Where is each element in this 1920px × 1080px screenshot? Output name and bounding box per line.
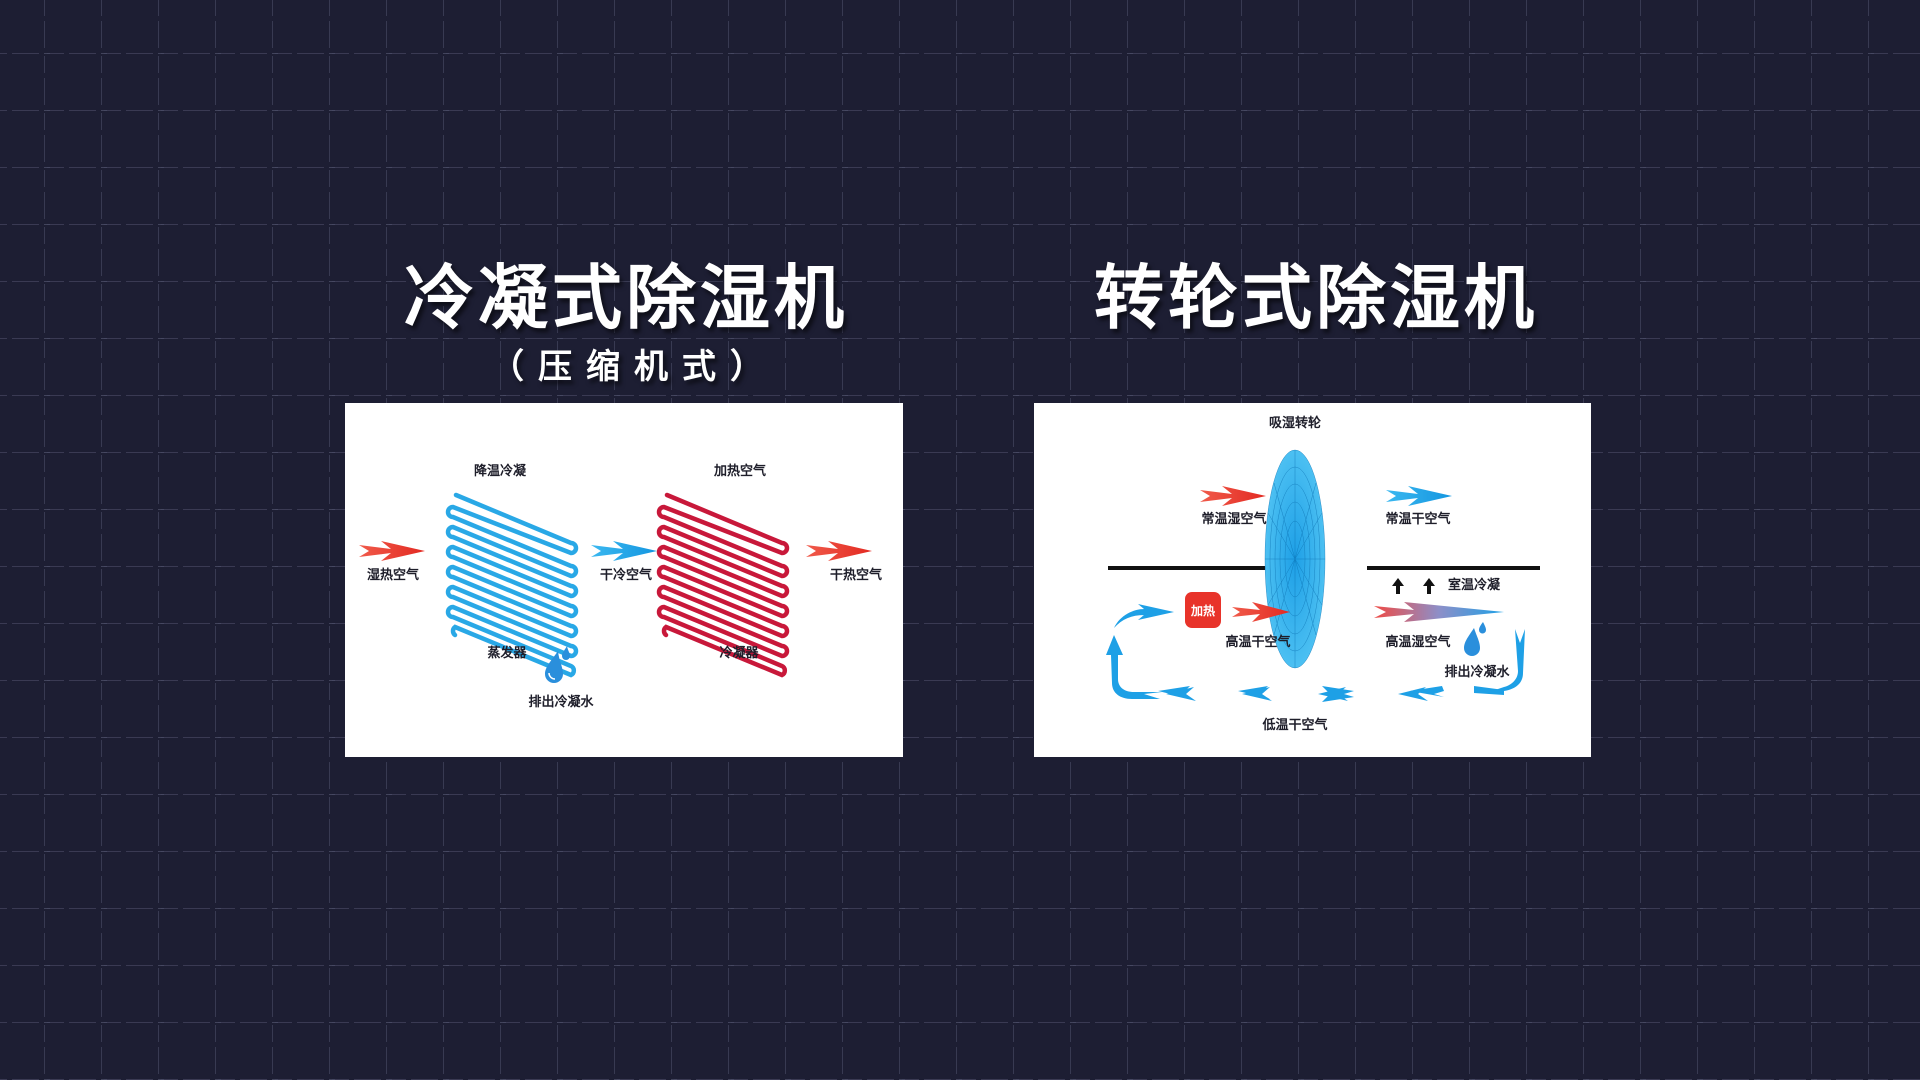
return-to-heater-arrow-icon: [1114, 604, 1174, 628]
cooling-condensing-label: 降温冷凝: [473, 464, 527, 479]
room-dry-air-arrow-icon: [1386, 486, 1452, 506]
heating-air-label: 加热空气: [713, 464, 767, 479]
desiccant-wheel-diagram-graphics: [1106, 449, 1540, 702]
low-temp-dry-air-label: 低温干空气: [1262, 718, 1328, 733]
desiccant-wheel-diagram-panel: 吸湿转轮 常温湿空气 常温干空气 加热 高温干空气 室温冷凝 高温湿空气 排出冷…: [1034, 403, 1591, 757]
compressor-type-subtitle: （压缩机式）: [490, 347, 778, 387]
right-divider: [1367, 566, 1540, 570]
inlet-air-label: 湿热空气: [366, 568, 420, 583]
condenser-label: 冷凝器: [719, 646, 759, 661]
dry-cold-air-label: 干冷空气: [599, 568, 653, 583]
hot-humid-air-arrow-icon: [1374, 602, 1504, 622]
room-humid-air-arrow-icon: [1200, 486, 1266, 506]
hot-dry-air-arrow-icon: [1232, 602, 1290, 622]
evaporator-label: 蒸发器: [487, 646, 527, 661]
room-temp-condense-label: 室温冷凝: [1447, 578, 1501, 593]
drain-water-label: 排出冷凝水: [528, 695, 594, 710]
left-divider: [1108, 566, 1293, 570]
condensing-diagram-graphics: [359, 492, 872, 683]
outlet-hot-arrow-icon: [806, 541, 872, 561]
evaporator-coil-icon: [445, 492, 579, 678]
hot-humid-air-label: 高温湿空气: [1385, 635, 1451, 650]
water-drop-icon: [1464, 622, 1486, 656]
heater-badge: 加热: [1185, 592, 1221, 628]
water-drop-icon: [545, 646, 570, 683]
down-return-arrow-icon: [1474, 629, 1525, 695]
low-temp-dry-air-arrows-icon: [1158, 686, 1444, 702]
heater-label: 加热: [1190, 603, 1215, 618]
hot-dry-air-label: 高温干空气: [1225, 635, 1291, 650]
room-dry-air-label: 常温干空气: [1385, 512, 1451, 527]
condensing-dehumidifier-title: 冷凝式除湿机: [404, 257, 848, 339]
desiccant-wheel-dehumidifier-title: 转轮式除湿机: [1094, 257, 1538, 339]
outlet-air-label: 干热空气: [829, 568, 883, 583]
drain-water-label: 排出冷凝水: [1444, 665, 1510, 680]
inlet-hot-arrow-icon: [359, 541, 425, 561]
condense-up-arrows-icon: [1392, 578, 1435, 594]
wheel-label: 吸湿转轮: [1268, 416, 1322, 431]
up-return-arrow-icon: [1106, 635, 1162, 699]
room-humid-air-label: 常温湿空气: [1201, 512, 1267, 527]
condensing-diagram-panel: 湿热空气 降温冷凝 干冷空气 加热空气 干热空气 蒸发器 冷凝器 排出冷凝水: [345, 403, 903, 757]
condenser-coil-icon: [656, 492, 790, 678]
dry-cold-air-arrow-icon: [591, 541, 657, 561]
